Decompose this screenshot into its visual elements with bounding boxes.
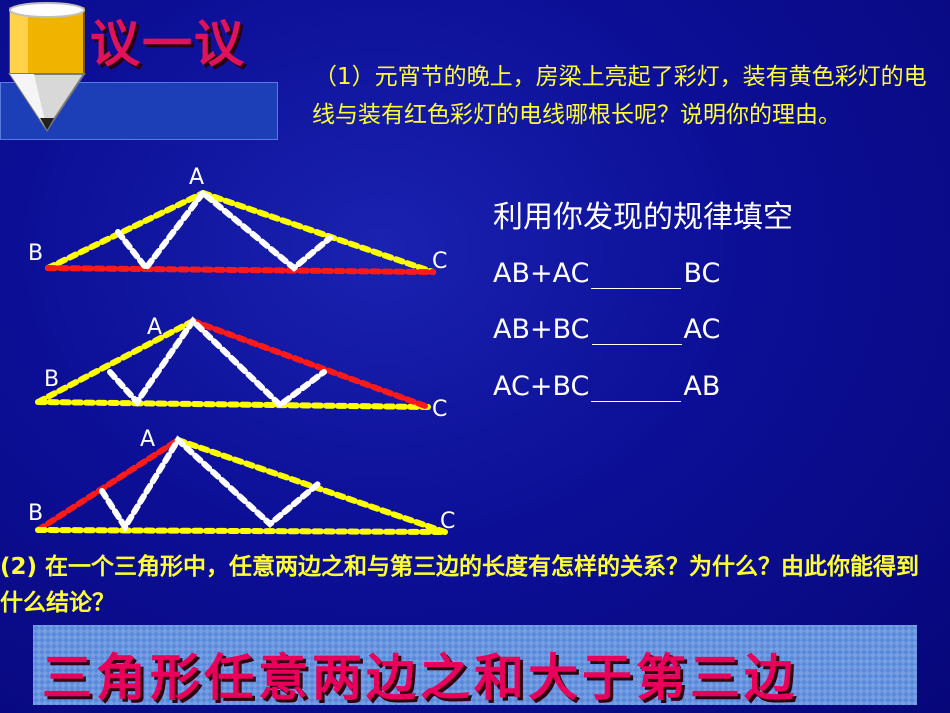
t3-label-b: B — [28, 501, 43, 526]
fill-row-2: AB+BC AC — [493, 314, 720, 345]
fill-in-title: 利用你发现的规律填空 — [493, 200, 793, 235]
conclusion-text: 三角形任意两边之和大于第三边 — [42, 648, 798, 707]
question-1-text: （1）元宵节的晚上，房梁上亮起了彩灯，装有黄色彩灯的电线与装有红色彩灯的电线哪根… — [312, 64, 927, 128]
fill-row-1: AB+AC BC — [493, 258, 720, 289]
fill-blank-2[interactable] — [591, 343, 682, 345]
t2-label-c: C — [432, 397, 447, 422]
triangle-3 — [35, 435, 448, 535]
pencil-icon — [8, 2, 86, 132]
triangle-1 — [45, 188, 436, 275]
t3-label-c: C — [440, 509, 455, 534]
t2-label-a: A — [147, 315, 162, 340]
t1-label-a: A — [189, 165, 204, 190]
t1-label-b: B — [28, 241, 43, 266]
fill-blank-1[interactable] — [591, 287, 682, 289]
t1-label-c: C — [432, 249, 447, 274]
fill-row-2-right: AC — [683, 314, 721, 345]
fill-row-3-right: AB — [683, 371, 721, 402]
t2-label-b: B — [44, 367, 59, 392]
fill-blank-3[interactable] — [591, 400, 682, 402]
fill-row-3-left: AC+BC — [493, 371, 590, 402]
fill-row-2-left: AB+BC — [493, 314, 590, 345]
fill-row-1-right: BC — [683, 258, 721, 289]
conclusion-banner — [33, 625, 917, 705]
t3-label-a: A — [140, 427, 155, 452]
triangle-2 — [35, 316, 431, 410]
fill-row-3: AC+BC AB — [493, 371, 720, 402]
page-title: 议一议 — [90, 14, 246, 73]
fill-row-1-left: AB+AC — [493, 258, 590, 289]
question-2-text: (2) 在一个三角形中，任意两边之和与第三边的长度有怎样的关系？为什么？由此你能… — [0, 554, 920, 616]
